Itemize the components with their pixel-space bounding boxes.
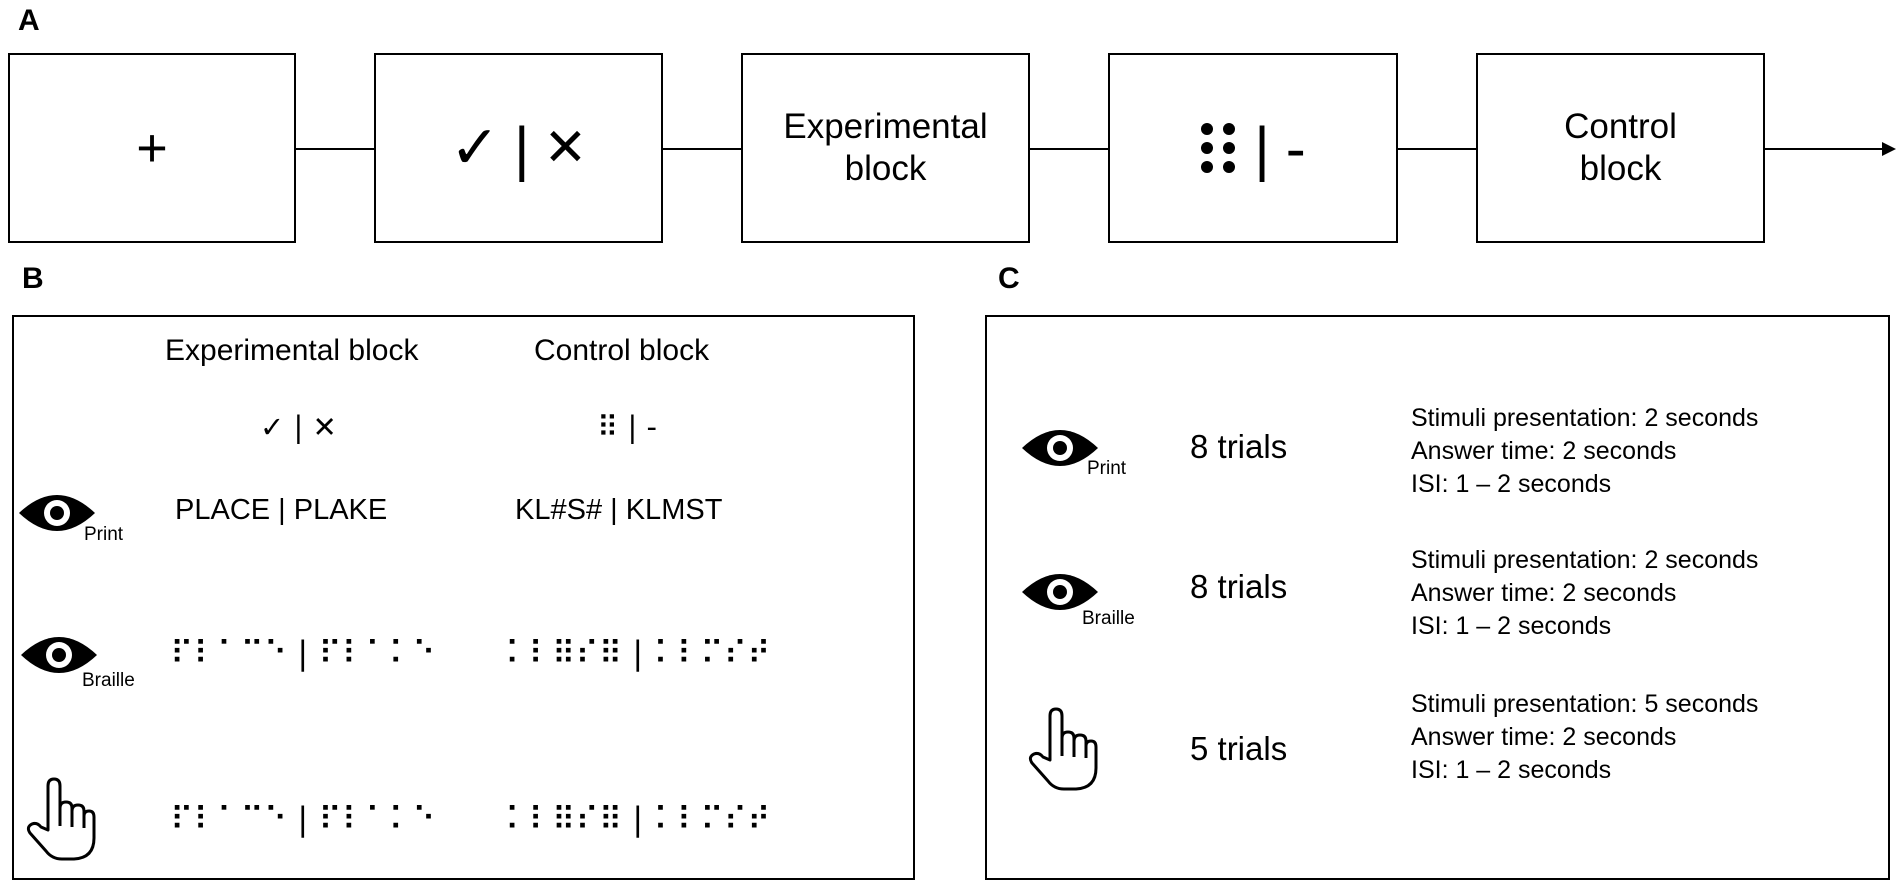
tactile-trials: 5 trials (1190, 730, 1288, 767)
panel-label-c: C (998, 262, 1020, 295)
separator: | (514, 114, 530, 182)
fixation-cross: + (136, 118, 168, 178)
braille-trials: 8 trials (1190, 568, 1288, 605)
fixation-box: + (8, 53, 296, 243)
panel-label-a: A (18, 4, 40, 37)
control-block-line1: Control (1564, 107, 1677, 146)
panel-c-frame (985, 315, 1890, 880)
eye-icon (19, 495, 95, 531)
arrowhead-icon (1882, 142, 1896, 156)
flow-connector (1398, 148, 1476, 150)
dash-symbol: - (1285, 114, 1306, 182)
eye-icon (1022, 574, 1098, 610)
isi: ISI: 1 – 2 seconds (1411, 612, 1612, 640)
tactile-experimental-stimulus: ⠏⠇⠁⠉⠑ | ⠏⠇⠁⠅⠑ (170, 800, 436, 838)
control-symbols: ⠿ | - (597, 410, 657, 444)
experimental-block-line1: Experimental (783, 107, 988, 146)
stimuli-presentation: Stimuli presentation: 2 seconds (1411, 404, 1759, 432)
instruction-box-experimental: ✓ | ✕ (374, 53, 663, 243)
stimuli-presentation: Stimuli presentation: 5 seconds (1411, 690, 1759, 718)
separator: | (1254, 114, 1270, 182)
pointing-hand-icon (1028, 707, 1098, 791)
print-trials: 8 trials (1190, 428, 1288, 465)
eye-icon (21, 637, 97, 673)
answer-time: Answer time: 2 seconds (1411, 437, 1677, 465)
braille-experimental-stimulus: ⠏⠇⠁⠉⠑ | ⠏⠇⠁⠅⠑ (170, 634, 436, 672)
control-block-line2: block (1579, 149, 1662, 188)
answer-time: Answer time: 2 seconds (1411, 723, 1677, 751)
experimental-block-box: Experimental block (741, 53, 1030, 243)
instruction-box-control: | - (1108, 53, 1398, 243)
braille-control-stimulus: ⠅⠇⠿⠎⠿ | ⠅⠇⠍⠎⠞ (505, 634, 771, 672)
print-label: Print (84, 524, 124, 545)
flow-connector (1030, 148, 1108, 150)
print-control-stimulus: KL#S# | KLMST (515, 494, 723, 526)
braille-label: Braille (1082, 608, 1135, 629)
braille-cell-icon (1201, 123, 1236, 173)
flow-connector (296, 148, 374, 150)
answer-time: Answer time: 2 seconds (1411, 579, 1677, 607)
print-label: Print (1087, 458, 1127, 479)
panel-b-frame (12, 315, 915, 880)
header-control-block: Control block (534, 334, 710, 367)
flow-connector (663, 148, 741, 150)
stimuli-presentation: Stimuli presentation: 2 seconds (1411, 546, 1759, 574)
braille-label: Braille (82, 670, 135, 691)
isi: ISI: 1 – 2 seconds (1411, 470, 1612, 498)
eye-icon (1022, 430, 1098, 466)
isi: ISI: 1 – 2 seconds (1411, 756, 1612, 784)
print-timing: Stimuli presentation: 2 seconds Answer t… (1411, 402, 1758, 501)
print-experimental-stimulus: PLACE | PLAKE (175, 494, 388, 526)
panel-label-b: B (22, 262, 44, 295)
pointing-hand-icon (26, 777, 96, 861)
check-icon: ✓ (449, 113, 501, 183)
header-experimental-block: Experimental block (165, 334, 419, 367)
cross-icon: ✕ (543, 118, 588, 178)
tactile-timing: Stimuli presentation: 5 seconds Answer t… (1411, 688, 1758, 787)
braille-timing: Stimuli presentation: 2 seconds Answer t… (1411, 544, 1758, 643)
flow-arrow-line (1765, 148, 1887, 150)
experimental-symbols: ✓ | ✕ (260, 410, 337, 444)
control-block-box: Control block (1476, 53, 1765, 243)
tactile-control-stimulus: ⠅⠇⠿⠎⠿ | ⠅⠇⠍⠎⠞ (505, 800, 771, 838)
experimental-block-line2: block (844, 149, 927, 188)
